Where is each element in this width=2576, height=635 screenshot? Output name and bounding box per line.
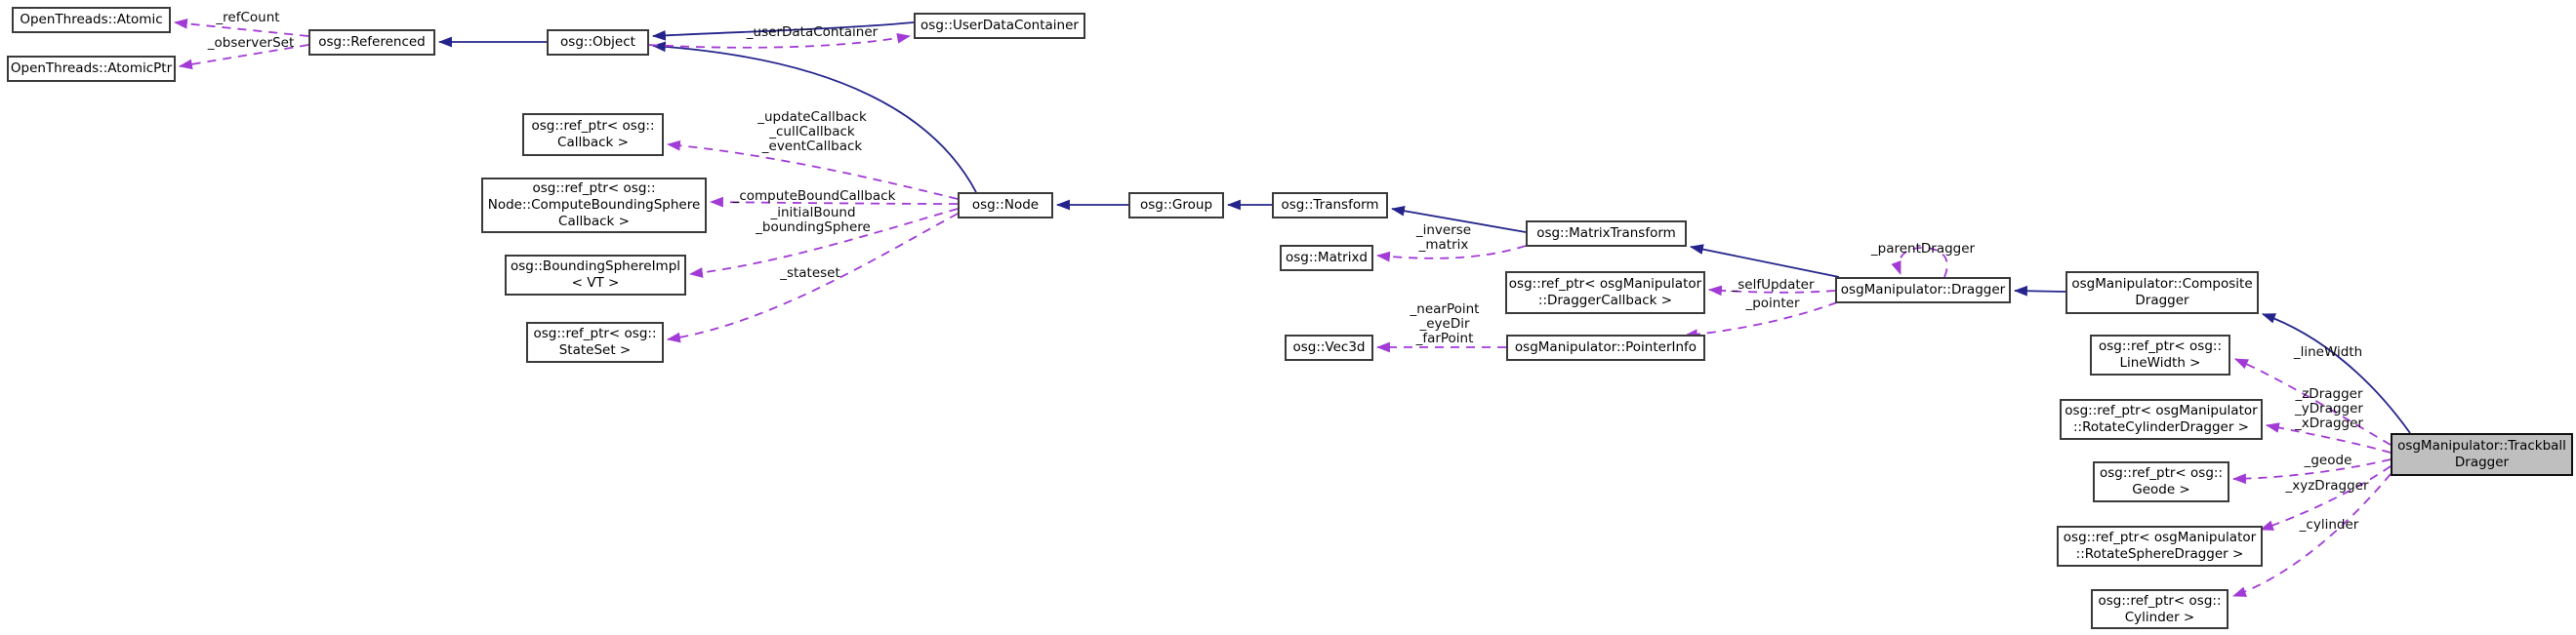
class-node-ref-ptr-computeboundingspherecallback[interactable]: osg::ref_ptr< osg::Node::ComputeBounding… — [481, 178, 707, 233]
edge-use-bound — [688, 208, 959, 278]
class-node-text: OpenThreads::Atomic — [20, 12, 163, 27]
class-node-text: osg::UserDataContainer — [920, 18, 1079, 33]
edge-inherit-compositedragger-to-dragger — [2013, 285, 2066, 297]
class-node-text: ::RotateSphereDragger > — [2075, 546, 2244, 562]
class-node-text: Node::ComputeBoundingSphere — [487, 197, 701, 213]
class-node-osg-object[interactable]: osg::Object — [547, 29, 649, 56]
class-node-text: < VT > — [571, 275, 620, 291]
class-node-text: osg::Node — [971, 197, 1040, 213]
edge-use-cylinder — [2231, 473, 2392, 597]
class-node-text: osg::Transform — [1281, 197, 1379, 213]
class-node-text: osgManipulator::Trackball — [2397, 438, 2566, 454]
class-node-text: osg::Vec3d — [1292, 339, 1366, 355]
class-node-text: osg::ref_ptr< osg:: — [2099, 338, 2222, 354]
class-node-ref-ptr-draggercallback[interactable]: osg::ref_ptr< osgManipulator::DraggerCal… — [1505, 271, 1705, 314]
edge-use-parentdragger-loop — [1891, 247, 1948, 278]
edge-inherit-userdatacontainer-to-object — [651, 21, 915, 41]
class-node-text: osg::ref_ptr< osg:: — [2100, 465, 2223, 481]
class-node-text: osg::ref_ptr< osg:: — [533, 326, 657, 341]
edge-inherit-node-to-object — [651, 41, 977, 193]
edge-use-observerset — [178, 44, 309, 70]
class-node-osg-boundingsphereimpl[interactable]: osg::BoundingSphereImpl< VT > — [505, 255, 686, 296]
class-node-text: osg::Group — [1139, 197, 1213, 213]
class-node-text: Callback > — [558, 214, 630, 229]
class-node-osg-node[interactable]: osg::Node — [958, 192, 1053, 218]
edge-use-xyzdragger — [2259, 465, 2392, 531]
class-node-text: Dragger — [2135, 293, 2189, 308]
class-node-osgmanipulator-dragger[interactable]: osgManipulator::Dragger — [1835, 277, 2011, 303]
class-node-text: Geode > — [2132, 482, 2190, 497]
edge-use-inverse-matrix — [1375, 245, 1527, 262]
class-node-ref-ptr-callback[interactable]: osg::ref_ptr< osg::Callback > — [522, 113, 664, 156]
edge-inherit-matrixtransform-to-transform — [1390, 205, 1527, 233]
class-node-osg-transform[interactable]: osg::Transform — [1272, 192, 1388, 218]
edge-use-userdatacontainer — [648, 32, 912, 49]
class-node-text: ::RotateCylinderDragger > — [2072, 419, 2249, 435]
class-node-ref-ptr-rotatecylinderdragger[interactable]: osg::ref_ptr< osgManipulator::RotateCyli… — [2060, 399, 2263, 440]
class-node-text: Dragger — [2454, 455, 2510, 470]
class-node-osg-userdatacontainer[interactable]: osg::UserDataContainer — [914, 13, 1085, 39]
edge-use-pointer — [1683, 301, 1838, 340]
class-node-text: OpenThreads::AtomicPtr — [10, 60, 173, 76]
class-node-text: osg::ref_ptr< osgManipulator — [2065, 403, 2258, 418]
class-node-text: Callback > — [557, 135, 629, 150]
class-node-text: osg::ref_ptr< osg:: — [532, 180, 656, 196]
class-node-text: StateSet > — [558, 342, 632, 358]
class-node-ref-ptr-cylinder[interactable]: osg::ref_ptr< osg::Cylinder > — [2091, 589, 2228, 629]
class-node-text: osg::Matrixd — [1285, 250, 1369, 265]
class-node-text: osgManipulator::Composite — [2071, 276, 2253, 292]
class-node-osg-group[interactable]: osg::Group — [1128, 192, 1224, 218]
edge-use-selfupdater — [1707, 285, 1836, 297]
class-node-text: osg::ref_ptr< osg:: — [2098, 592, 2222, 609]
class-node-ref-ptr-stateset[interactable]: osg::ref_ptr< osg::StateSet > — [526, 322, 664, 363]
class-node-osg-matrixd[interactable]: osg::Matrixd — [1280, 245, 1373, 271]
usage-edges — [173, 18, 2392, 597]
edge-use-zyx-draggers — [2265, 422, 2392, 454]
edge-use-linewidth — [2234, 358, 2392, 446]
edge-use-geode — [2231, 458, 2392, 485]
class-node-ref-ptr-linewidth[interactable]: osg::ref_ptr< osg::LineWidth > — [2090, 335, 2230, 376]
edge-inherit-trackballdragger-to-compositedragger — [2261, 313, 2411, 434]
class-node-osg-matrixtransform[interactable]: osg::MatrixTransform — [1526, 220, 1687, 247]
class-node-text: osg::ref_ptr< osg:: — [531, 118, 655, 134]
class-node-osg-vec3d[interactable]: osg::Vec3d — [1285, 335, 1373, 361]
class-node-ref-ptr-rotatespheredragger[interactable]: osg::ref_ptr< osgManipulator::RotateSphe… — [2057, 526, 2263, 567]
edge-use-computeboundcallback — [709, 196, 959, 208]
class-node-osg-referenced[interactable]: osg::Referenced — [308, 29, 435, 56]
class-node-text: osg::ref_ptr< osgManipulator — [2063, 530, 2257, 545]
class-node-text: osg::Object — [560, 34, 635, 50]
class-node-openthreads-atomicptr[interactable]: OpenThreads::AtomicPtr — [7, 56, 176, 82]
class-node-text: osg::BoundingSphereImpl — [510, 258, 681, 274]
class-node-osgmanipulator-pointerinfo[interactable]: osgManipulator::PointerInfo — [1506, 335, 1705, 361]
class-node-text: osg::MatrixTransform — [1536, 225, 1676, 241]
edge-use-node-callbacks — [666, 139, 959, 200]
class-node-text: LineWidth > — [2119, 355, 2201, 371]
edge-use-refcount — [173, 18, 309, 37]
class-node-ref-ptr-geode[interactable]: osg::ref_ptr< osg::Geode > — [2093, 461, 2229, 502]
edge-use-stateset — [666, 213, 959, 343]
class-node-text: ::DraggerCallback > — [1537, 293, 1673, 308]
edge-inherit-dragger-to-matrixtransform — [1689, 244, 1840, 278]
class-node-openthreads-atomic[interactable]: OpenThreads::Atomic — [12, 7, 171, 33]
inheritance-edges — [437, 21, 2411, 434]
class-node-text: osgManipulator::PointerInfo — [1514, 339, 1697, 355]
class-node-text: osgManipulator::Dragger — [1840, 282, 2006, 298]
class-node-text: osg::Referenced — [318, 34, 426, 50]
class-node-text: osg::ref_ptr< osgManipulator — [1508, 276, 1702, 292]
class-node-text: Cylinder > — [2124, 609, 2195, 625]
